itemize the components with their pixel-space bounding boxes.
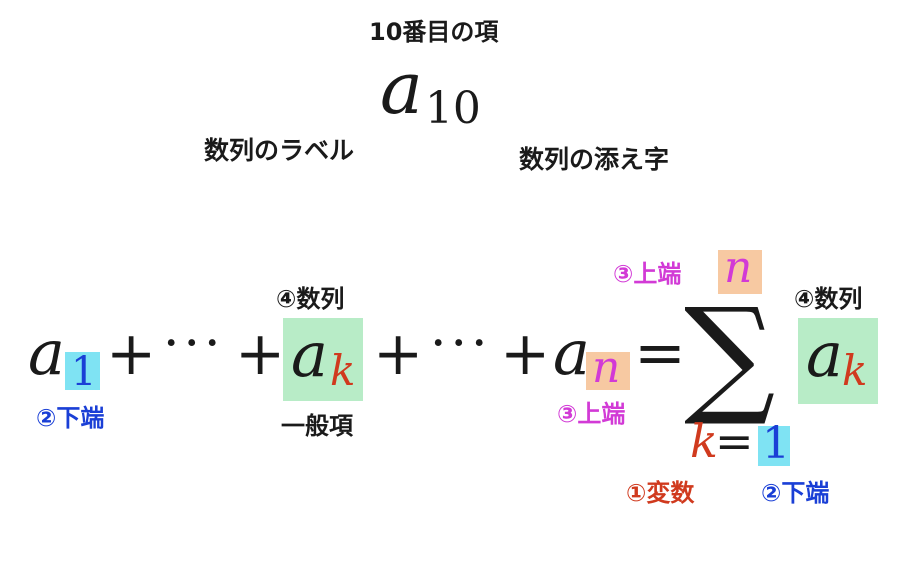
- ak-right-highlight: [798, 318, 878, 404]
- an-subscript-highlight: [586, 352, 630, 390]
- dots-2: ···: [430, 314, 492, 374]
- label-sequence-name: 数列のラベル: [204, 136, 355, 165]
- annotation-variable: ①変数: [626, 479, 695, 507]
- ak-subscript: k: [330, 346, 356, 395]
- a1-subscript: 1: [71, 349, 97, 395]
- ak-letter: a: [291, 318, 328, 391]
- annotation-lower-bound-right: ②下端: [761, 479, 830, 507]
- equals-sign: =: [634, 316, 686, 389]
- term-letter: a: [380, 46, 423, 130]
- plus-1: +: [106, 319, 157, 389]
- an-letter: a: [553, 316, 590, 389]
- lower-one: 1: [762, 418, 790, 469]
- ak-right-letter: a: [806, 318, 843, 391]
- lower-one-highlight: [758, 426, 790, 466]
- a1-subscript-highlight: [65, 352, 100, 390]
- term-subscript: 10: [424, 83, 481, 134]
- lower-k: k: [690, 414, 718, 468]
- ak-highlight: [283, 318, 363, 401]
- annotation-lower-bound-left: ②下端: [36, 404, 105, 432]
- annotation-upper-bound-left: ③上端: [557, 400, 626, 428]
- title-tenth-term: 10番目の項: [369, 18, 499, 46]
- dots-1: ···: [163, 314, 225, 374]
- ak-right-subscript: k: [842, 346, 868, 395]
- annotation-sequence-right: ④数列: [794, 285, 863, 313]
- plus-4: +: [500, 319, 551, 389]
- plus-3: +: [373, 319, 424, 389]
- an-subscript: n: [592, 342, 621, 393]
- upper-value-highlight: [718, 250, 762, 294]
- label-sequence-index: 数列の添え字: [519, 145, 670, 174]
- annotation-general-term: 一般項: [281, 412, 353, 440]
- annotation-sequence-mid: ④数列: [276, 285, 345, 313]
- term-a10: a10: [380, 52, 481, 131]
- plus-2: +: [235, 319, 286, 389]
- a1-letter: a: [28, 316, 65, 389]
- lower-equals: =: [715, 414, 754, 468]
- sigma-symbol: ∑: [684, 281, 776, 430]
- annotation-upper-bound-top: ③上端: [613, 260, 682, 288]
- upper-value: n: [724, 242, 753, 293]
